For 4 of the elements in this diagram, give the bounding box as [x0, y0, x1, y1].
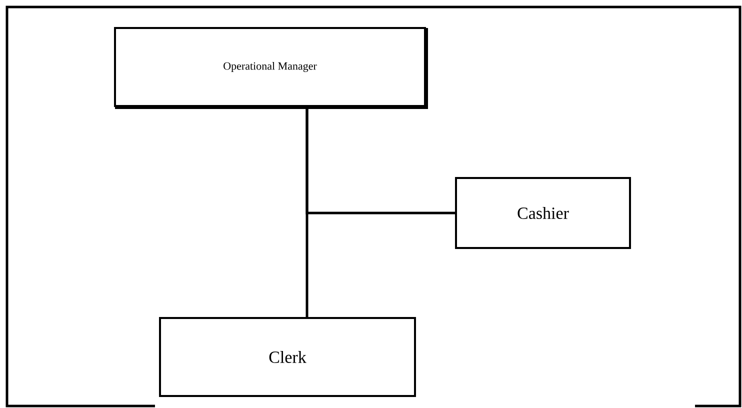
position-box: Cashier	[455, 177, 631, 249]
position-box: Operational Manager	[114, 27, 428, 109]
connector-line	[306, 107, 308, 317]
position-box: Clerk	[159, 317, 416, 397]
